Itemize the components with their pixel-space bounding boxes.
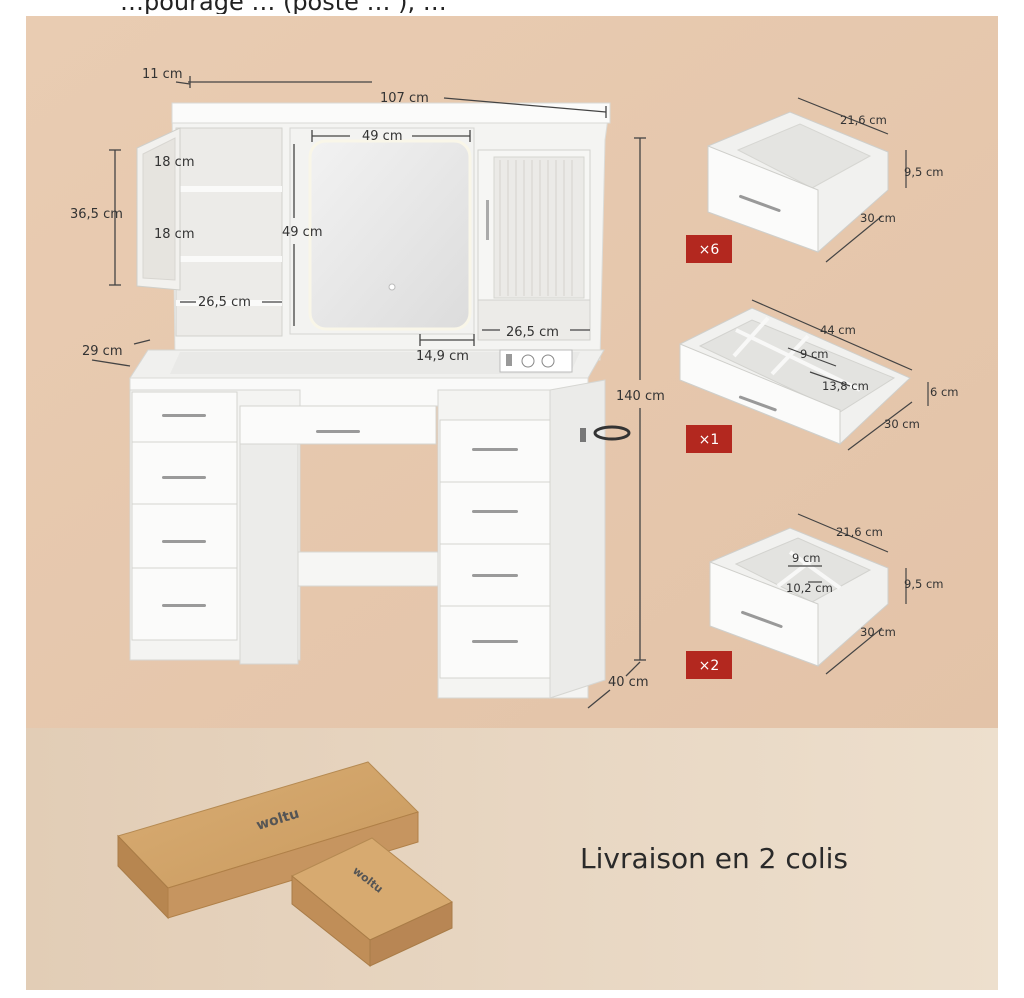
drawer-3-depth: 30 cm	[860, 625, 896, 639]
drawer-2-qty: ×1	[699, 432, 720, 448]
dim-shelf-width-right: 26,5 cm	[506, 325, 559, 340]
drawer-3-qty: ×2	[699, 658, 720, 674]
drawer-1-height: 9,5 cm	[904, 165, 943, 179]
vanity-dimension-labels: 11 cm 107 cm 49 cm 18 cm 18 cm 36,5 cm 4…	[70, 67, 665, 690]
hairdryer-holder	[593, 425, 631, 441]
cropped-header: …pourage … (poste … ), …	[0, 0, 1024, 14]
dim-depth-top: 11 cm	[142, 67, 183, 82]
dim-shelf-height-1: 18 cm	[154, 155, 195, 170]
drawer-1-qty-badge	[686, 235, 732, 263]
drawer-3-qty-badge	[686, 651, 732, 679]
delivery-text: Livraison en 2 colis	[580, 842, 849, 875]
dim-mirror-width: 49 cm	[362, 129, 403, 144]
right-glass-door	[493, 156, 585, 299]
package-large	[117, 761, 419, 920]
dim-base-depth: 40 cm	[608, 675, 649, 690]
drawer-2-divider-2: 13,8 cm	[822, 379, 869, 393]
drawer-2-divider-1: 9 cm	[800, 347, 829, 361]
drawer-wide-divided	[679, 307, 911, 445]
drawer-3-height: 9,5 cm	[904, 577, 943, 591]
drawer-2-height: 6 cm	[930, 385, 959, 399]
vanity-dimension-lines	[91, 76, 646, 709]
drawer-3-divider-1: 9 cm	[792, 551, 821, 565]
vanity-table	[129, 102, 631, 699]
dim-desk-depth: 29 cm	[82, 344, 123, 359]
package-small	[291, 837, 453, 968]
dim-width-total: 107 cm	[380, 91, 429, 106]
led-mirror	[308, 139, 472, 331]
drawer-3-divider-2: 10,2 cm	[786, 581, 833, 595]
dim-tray-width: 14,9 cm	[416, 349, 469, 364]
dim-shelf-width-left: 26,5 cm	[198, 295, 251, 310]
dim-height-total: 140 cm	[616, 389, 665, 404]
drawer-2-width: 44 cm	[820, 323, 856, 337]
drawer-3-width: 21,6 cm	[836, 525, 883, 539]
dim-shelf-height-2: 18 cm	[154, 227, 195, 242]
cropped-header-text: …pourage … (poste … ), …	[120, 0, 447, 14]
drawer-large	[707, 111, 889, 253]
drawer-small-divided	[709, 527, 889, 667]
drawer-1-width: 21,6 cm	[840, 113, 887, 127]
drawer-1-depth: 30 cm	[860, 211, 896, 225]
dim-cabinet-height: 36,5 cm	[70, 207, 123, 222]
dim-mirror-height: 49 cm	[282, 225, 323, 240]
drawer-2-depth: 30 cm	[884, 417, 920, 431]
drawer-1-qty: ×6	[699, 242, 720, 258]
drawer-2-qty-badge	[686, 425, 732, 453]
